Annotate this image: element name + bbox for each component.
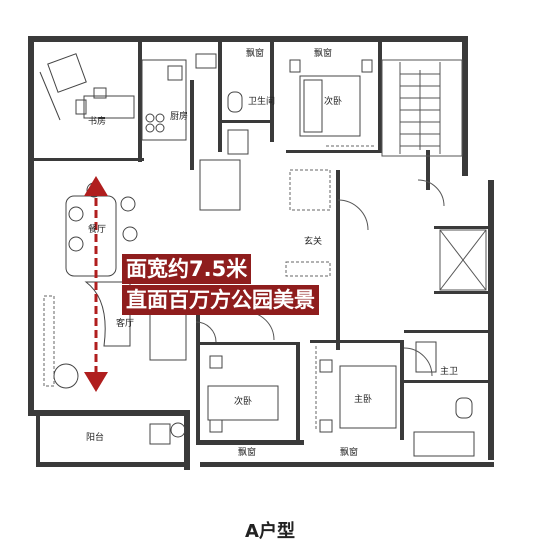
room-label-kitchen: 厨房 (170, 110, 188, 122)
dimension-arrow (84, 176, 108, 392)
interior-walls (34, 42, 488, 442)
room-label-study: 书房 (88, 115, 106, 127)
room-label-living: 客厅 (116, 317, 134, 329)
room-label-bathroom: 卫生间 (248, 95, 275, 107)
room-label-bay-window-2: 飘窗 (314, 47, 332, 59)
room-label-dining: 餐厅 (88, 223, 106, 235)
room-label-bay-window-3: 飘窗 (238, 446, 256, 458)
room-label-entrance: 玄关 (304, 235, 322, 247)
banner-view-text: 直面百万方公园美景 (122, 285, 319, 315)
room-label-balcony: 阳台 (86, 431, 104, 443)
elevator (434, 226, 490, 294)
room-label-second-bedroom-top: 次卧 (324, 95, 342, 107)
room-label-master-bath: 主卫 (440, 365, 458, 377)
furniture (39, 53, 475, 457)
room-label-bay-window-4: 飘窗 (340, 446, 358, 458)
plan-title: A户型 (245, 521, 295, 542)
stairwell (381, 59, 463, 157)
exterior-walls (28, 36, 494, 470)
room-label-master-bedroom: 主卧 (354, 393, 372, 405)
room-label-bay-window-1: 飘窗 (246, 47, 264, 59)
room-label-second-bedroom-bottom: 次卧 (234, 395, 252, 407)
banner-width-text: 面宽约7.5米 (122, 254, 252, 284)
